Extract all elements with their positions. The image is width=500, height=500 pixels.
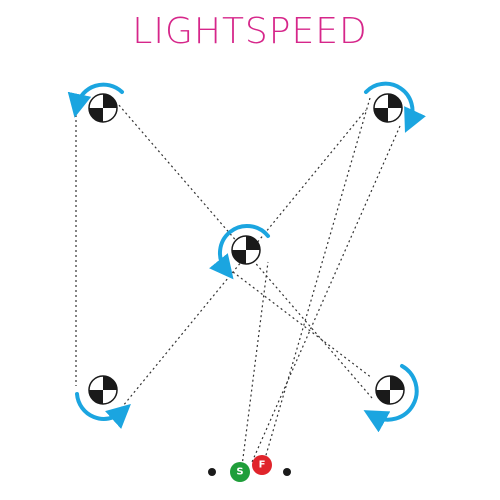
- line-center-to-bottom-right: [232, 271, 373, 379]
- start-marker-circle: [230, 462, 250, 482]
- start-marker-label: S: [236, 467, 243, 478]
- gate-dot-right: [283, 468, 291, 476]
- turn-arrows: [67, 81, 426, 433]
- checkered-cone-icon: [88, 93, 118, 123]
- course-lines: [75, 97, 401, 467]
- start-marker: S: [230, 462, 250, 482]
- gate-dot-left: [208, 468, 216, 476]
- cone-top-right: [373, 93, 403, 123]
- turn-arrow-top-right: [364, 81, 426, 133]
- cone-center: [231, 235, 261, 265]
- line-start-to-center: [241, 261, 269, 467]
- start-finish-gate: S F: [208, 455, 291, 482]
- finish-marker-circle: [252, 455, 272, 475]
- turn-arrow-top-left: [67, 82, 124, 118]
- turn-arrow-center: [209, 224, 270, 280]
- checkered-cone-icon: [373, 93, 403, 123]
- cone-top-left: [88, 93, 118, 123]
- cone-bottom-left: [88, 375, 118, 405]
- line-top-right-down: [251, 125, 401, 463]
- turn-arrow-bottom-right: [363, 364, 419, 433]
- checkered-cone-icon: [88, 375, 118, 405]
- line-top-right-to-finish: [263, 97, 371, 463]
- finish-marker: F: [252, 455, 272, 475]
- turn-arrow-bottom-left: [75, 392, 131, 429]
- checkered-cone-icon: [231, 235, 261, 265]
- checkered-cone-icon: [375, 375, 405, 405]
- diagram-title: LIGHTSPEED: [132, 11, 368, 52]
- finish-marker-label: F: [259, 460, 266, 471]
- cone-bottom-right: [375, 375, 405, 405]
